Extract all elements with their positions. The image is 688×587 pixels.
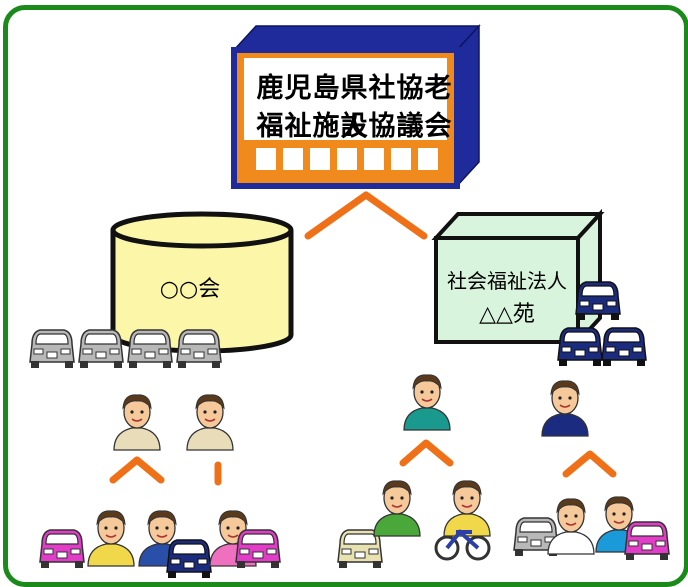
member-cylinder bbox=[110, 211, 294, 354]
car-icon bbox=[29, 329, 75, 369]
connector-left-group bbox=[109, 456, 222, 486]
person-icon bbox=[541, 380, 589, 437]
car-icon bbox=[601, 327, 647, 367]
person-icon bbox=[443, 480, 491, 537]
car-icon bbox=[166, 539, 212, 579]
car-icon bbox=[557, 327, 603, 367]
headquarters-name-line1: 鹿児島県社協老人 bbox=[256, 73, 453, 143]
car-icon bbox=[575, 281, 621, 321]
headquarters-building bbox=[231, 24, 481, 189]
car-icon bbox=[127, 329, 173, 369]
person-icon bbox=[113, 394, 161, 451]
car-icon bbox=[176, 329, 222, 369]
headquarters-name-line2: 福祉施設協議会 bbox=[256, 111, 453, 142]
connector-hq bbox=[304, 191, 428, 240]
member-b-label-line1: 社会福祉法人 bbox=[447, 269, 567, 293]
member-b-label-line2: △△苑 bbox=[479, 302, 535, 327]
car-icon bbox=[39, 529, 85, 569]
car-icon bbox=[235, 529, 281, 569]
connector-right-group-2 bbox=[562, 450, 617, 478]
person-icon bbox=[87, 510, 135, 567]
member-a-label: ○○会 bbox=[159, 277, 221, 302]
person-icon bbox=[373, 480, 421, 537]
motorcycle-icon bbox=[434, 529, 491, 561]
car-icon bbox=[624, 521, 670, 561]
person-icon bbox=[403, 374, 451, 431]
car-icon bbox=[78, 329, 124, 369]
connector-right-group-1 bbox=[399, 439, 454, 467]
person-icon bbox=[186, 394, 234, 451]
member-box bbox=[431, 208, 605, 348]
